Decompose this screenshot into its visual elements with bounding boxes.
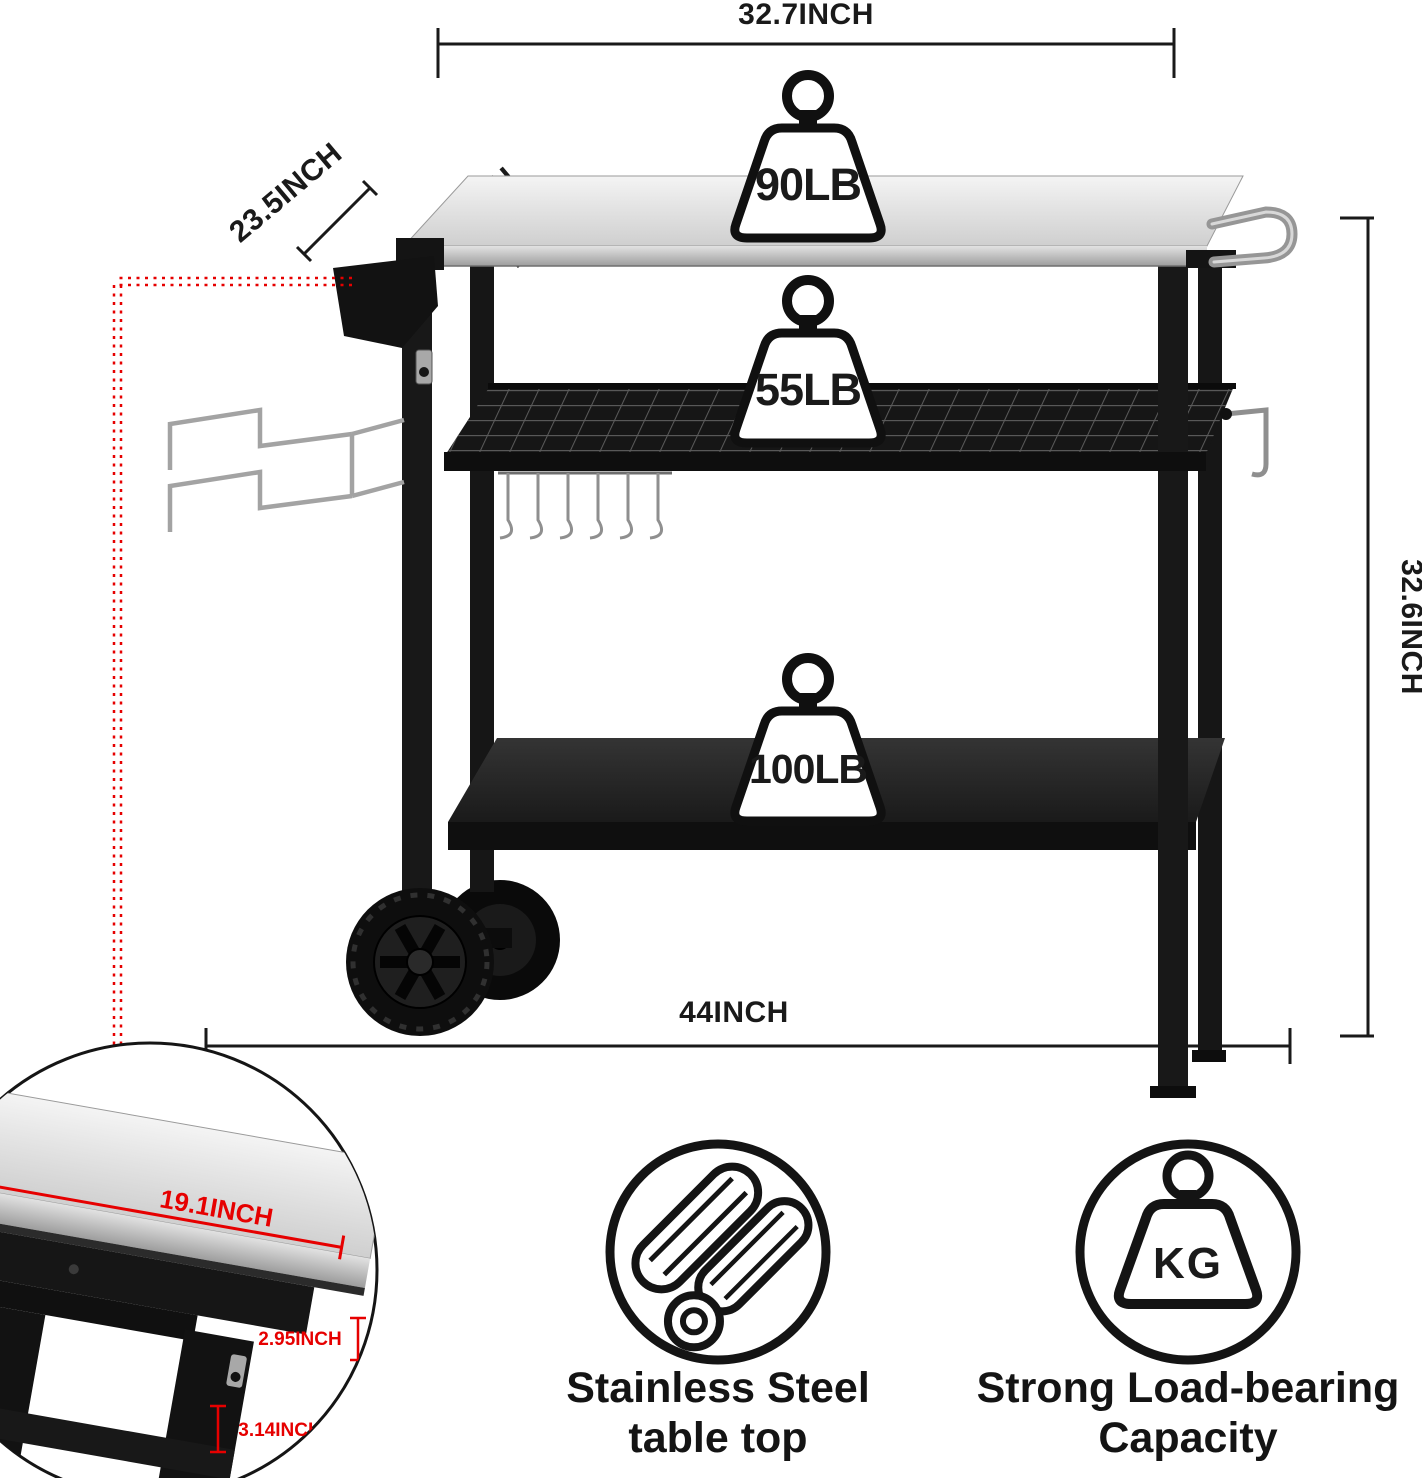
rear-right-leg (1198, 252, 1222, 1058)
feature-steel-caption-line2: table top (628, 1414, 807, 1462)
zoom-lip-label: 2.95INCH (258, 1329, 341, 1350)
weight-body (730, 328, 886, 448)
tire-tread (350, 892, 490, 1032)
front-cap (406, 948, 434, 976)
zoom-tabletop-lip (0, 1164, 371, 1289)
dim-height (1340, 216, 1374, 1038)
kg-weight-icon (1113, 1150, 1263, 1309)
dim-tick (295, 245, 313, 263)
zoom-frame-dim (210, 1404, 226, 1454)
front-right-leg (1158, 258, 1188, 1092)
s-hook (589, 473, 604, 540)
zoom-content: 19.1INCH 2.95INCH 3.14INCH (0, 1065, 377, 1478)
zoom-ledge (0, 1252, 198, 1342)
capacity-bottom-label: 100LB (749, 746, 867, 792)
steel-pipes-icon (631, 1162, 813, 1352)
feature-load-caption-line1: Strong Load-bearing (977, 1364, 1400, 1412)
weight-body (730, 123, 886, 243)
side-handle (1206, 206, 1298, 268)
tabletop-front-edge (404, 246, 1207, 266)
side-wire-rack (167, 407, 405, 532)
dim-overall-width-label: 44INCH (679, 996, 789, 1029)
capacity-top-label: 90LB (755, 159, 861, 210)
rear-right-foot (1192, 1050, 1226, 1062)
dim-line (302, 186, 372, 256)
side-tray (333, 256, 438, 348)
weight-55-icon (730, 275, 886, 448)
dim-height-label: 32.6INCH (1395, 559, 1422, 695)
zoom-frame (0, 1205, 315, 1335)
weight-100-icon (730, 653, 886, 826)
zoom-frame-label: 3.14INCH (238, 1420, 321, 1441)
front-right-foot (1150, 1086, 1196, 1098)
front-wheel (346, 888, 494, 1036)
capacity-middle-label: 55LB (755, 364, 861, 415)
s-hook (649, 473, 664, 540)
zoom-screw (68, 1264, 79, 1275)
kg-label: KG (1153, 1239, 1223, 1288)
side-hook (1220, 407, 1269, 478)
feature-steel-caption-line1: Stainless Steel (566, 1364, 870, 1412)
handle-highlight (1210, 210, 1294, 264)
dim-tick (361, 179, 379, 197)
dim-depth (295, 179, 379, 263)
dim-depth-label: 23.5INCH (223, 136, 348, 249)
zoom-edge-dim (0, 1162, 346, 1260)
dim-overall-width (204, 1028, 1292, 1064)
zoom-left-leg (0, 1302, 46, 1478)
hanging-hooks (498, 471, 672, 540)
feature-load: KG (1075, 1139, 1301, 1365)
bottom-shelf-front (448, 822, 1196, 850)
weight-90-icon (730, 70, 886, 243)
bottle-opener (415, 349, 433, 385)
weight-body (730, 706, 886, 826)
mesh-front-bar (444, 452, 1206, 471)
feature-load-caption-line2: Capacity (1098, 1414, 1277, 1462)
dim-top-width-label: 32.7INCH (738, 0, 874, 31)
feature-steel (605, 1139, 831, 1365)
s-hook (499, 473, 514, 540)
zoom-detail: 19.1INCH 2.95INCH 3.14INCH (0, 1041, 379, 1478)
s-hook (559, 473, 574, 540)
s-hook (619, 473, 634, 540)
zoom-leader-line (112, 276, 352, 1046)
dim-top-width (436, 28, 1176, 78)
zoom-cross-bar (0, 1401, 235, 1478)
zoom-table-corner: 19.1INCH (0, 1065, 377, 1478)
zoom-lip-shadow (0, 1194, 365, 1296)
cart-illustration (167, 175, 1298, 1098)
s-hook (529, 473, 544, 540)
load-capacity-icons (730, 70, 886, 826)
